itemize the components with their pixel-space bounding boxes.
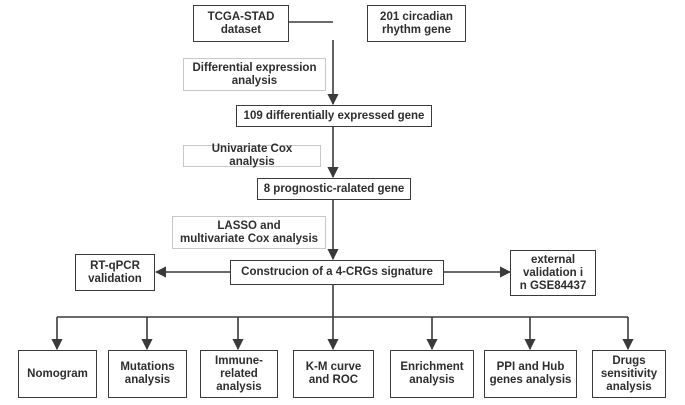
step-differential-expression: Differential expression analysis — [183, 58, 326, 91]
output-enrichment: Enrichment analysis — [390, 350, 474, 398]
step-univariate-cox: Univariate Cox analysis — [183, 143, 321, 168]
output-immune: Immune- related analysis — [200, 350, 278, 398]
output-ppi-hub: PPI and Hub genes analysis — [484, 350, 577, 398]
node-signature: Construcion of a 4-CRGs signature — [230, 260, 444, 285]
output-nomogram: Nomogram — [18, 350, 97, 398]
output-mutations: Mutations analysis — [108, 350, 187, 398]
node-tcga-stad: TCGA-STAD dataset — [193, 5, 289, 42]
step-lasso-multivariate: LASSO and multivariate Cox analysis — [172, 216, 326, 249]
node-rtqpcr-validation: RT-qPCR validation — [75, 254, 155, 291]
node-circadian-genes: 201 circadian rhythm gene — [367, 5, 466, 42]
node-prognostic-genes: 8 prognostic-ralated gene — [257, 178, 411, 200]
node-differential-genes: 109 differentially expressed gene — [236, 105, 432, 127]
output-drugs-sensitivity: Drugs sensitivity analysis — [592, 350, 666, 398]
output-km-roc: K-M curve and ROC — [293, 350, 374, 398]
node-external-validation: external validation i n GSE84437 — [510, 250, 596, 296]
